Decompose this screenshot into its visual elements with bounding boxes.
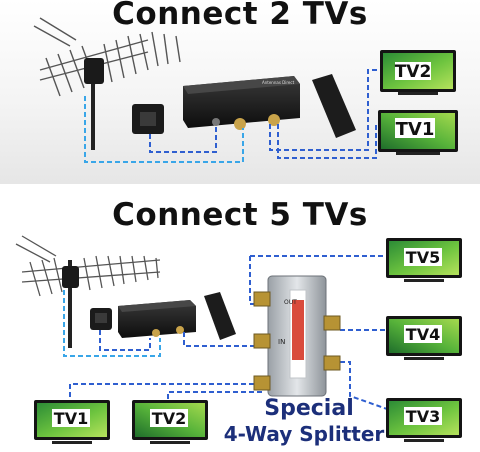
bottom-power-adapter (90, 308, 112, 330)
top-tv2: TV2 (380, 50, 456, 95)
title-connect-5-tvs: Connect 5 TVs (112, 197, 368, 233)
bottom-tv1: TV1 (34, 400, 110, 444)
top-power-adapter (132, 104, 164, 134)
top-tv1: TV1 (378, 110, 458, 155)
title-connect-2-tvs: Connect 2 TVs (112, 0, 368, 32)
bottom-tv5-label: TV5 (406, 248, 440, 267)
bottom-antenna (15, 235, 161, 348)
bottom-tv4-label: TV4 (406, 325, 440, 344)
bottom-tv1-label: TV1 (54, 409, 88, 428)
splitter-in-label: IN (278, 338, 285, 346)
bottom-tv5: TV5 (386, 238, 462, 282)
splitter-out-label: OUT (284, 299, 297, 306)
top-tv2-label: TV2 (395, 62, 432, 82)
bottom-cables (63, 255, 391, 411)
top-cables (84, 69, 378, 163)
device-brand: Antennas Direct (262, 80, 295, 85)
bottom-tv2-label: TV2 (152, 409, 186, 428)
splitter-caption-line1: Special (264, 396, 354, 421)
splitter-caption-line2: 4-Way Splitter (223, 422, 385, 446)
top-tv1-label: TV1 (396, 119, 435, 140)
bottom-tv3: TV3 (386, 398, 462, 442)
top-antenna (33, 17, 181, 150)
four-way-splitter: OUT IN (253, 275, 341, 397)
bottom-tv4: TV4 (386, 316, 462, 360)
top-remote (312, 74, 356, 138)
bottom-remote (204, 292, 236, 340)
bottom-tv3-label: TV3 (406, 407, 440, 426)
top-amplifier-box: Antennas Direct (183, 76, 300, 130)
bottom-tv2: TV2 (132, 400, 208, 444)
bottom-amplifier-box (118, 300, 196, 338)
